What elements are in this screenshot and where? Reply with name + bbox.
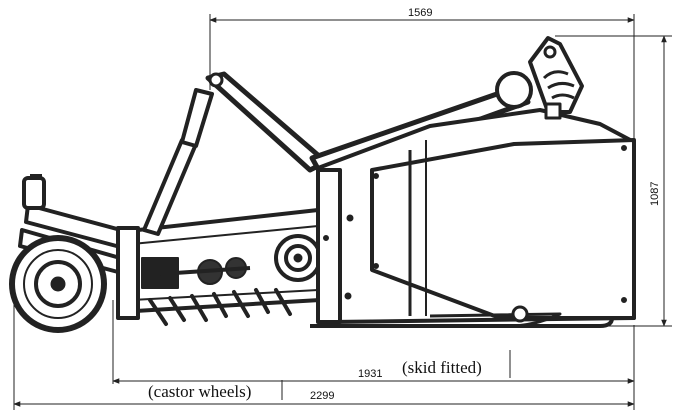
dimension-top-width-label: 1569 (408, 7, 432, 19)
flail-tines (148, 288, 292, 326)
dimension-skid-length-label: 1931 (358, 368, 382, 380)
castor-wheels-note: (castor wheels) (148, 382, 251, 401)
dimension-height: 1087 (555, 35, 672, 327)
skid-fitted-note: (skid fitted) (402, 358, 482, 377)
dimension-overall-length: (castor wheels) 2299 (13, 300, 635, 410)
dimension-height-label: 1087 (649, 182, 661, 206)
skid (310, 305, 614, 328)
dimension-top-width: 1569 (209, 7, 635, 140)
top-pulley-mechanism (495, 36, 584, 120)
roller-assembly (141, 234, 322, 289)
dimension-overall-length-label: 2299 (310, 390, 334, 402)
dimension-skid-length: 1931 (skid fitted) (112, 300, 635, 384)
hydraulic-ram (142, 88, 214, 236)
machine-body (9, 36, 636, 333)
castor-wheel (9, 235, 107, 333)
hopper-box (316, 108, 636, 324)
